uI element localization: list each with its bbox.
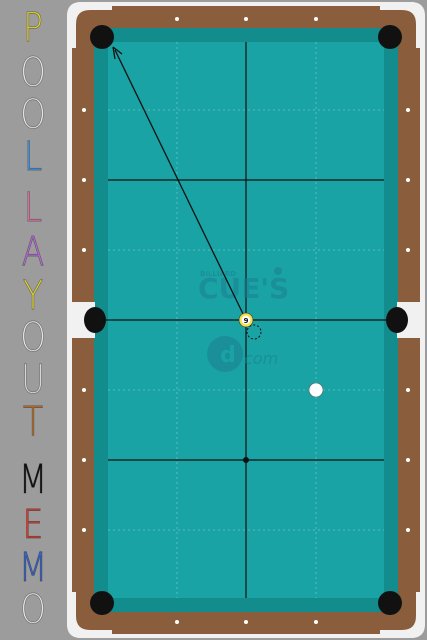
title-letter: O [20,92,47,138]
shot-path [112,46,247,321]
watermark-sub: com [244,349,278,368]
pocket-side-right [386,307,408,333]
rail-diamonds [82,17,410,624]
title-letter: L [23,185,43,231]
pocket-top-left [90,25,114,49]
title-letter: O [20,50,47,96]
watermark-main: CUE'S [198,272,289,305]
nine-ball-label: 9 [244,317,249,325]
pocket-side-left [84,307,106,333]
title-letter: M [18,545,48,591]
diamond-grid [108,42,384,598]
title-letter: P [23,5,44,51]
title-letter: O [20,315,47,361]
svg-text:d: d [220,343,236,368]
watermark-logo: BILLIARD CUE'S d com [198,267,289,372]
title-letter: T [22,399,44,445]
cue-ball[interactable] [308,382,324,398]
foot-spot [243,457,249,463]
pocket-top-right [378,25,402,49]
pocket-bottom-right [378,591,402,615]
nine-ball[interactable]: 9 [238,312,254,328]
pocket-bottom-left [90,591,114,615]
title-letter: A [21,229,45,275]
ghost-ball [246,324,262,340]
title-letter: L [23,134,43,180]
title-letter: O [20,587,47,633]
title-letter: E [22,502,44,548]
title-letter: M [18,457,48,503]
pockets [84,25,408,615]
title-pool-layout-memo: P O O L L A Y O U T M E M O [0,0,66,640]
sidebar [0,0,66,640]
corner-guards [67,2,425,638]
title-letter: Y [22,273,44,319]
watermark-small: BILLIARD [200,270,236,278]
title-letter: U [20,357,46,403]
